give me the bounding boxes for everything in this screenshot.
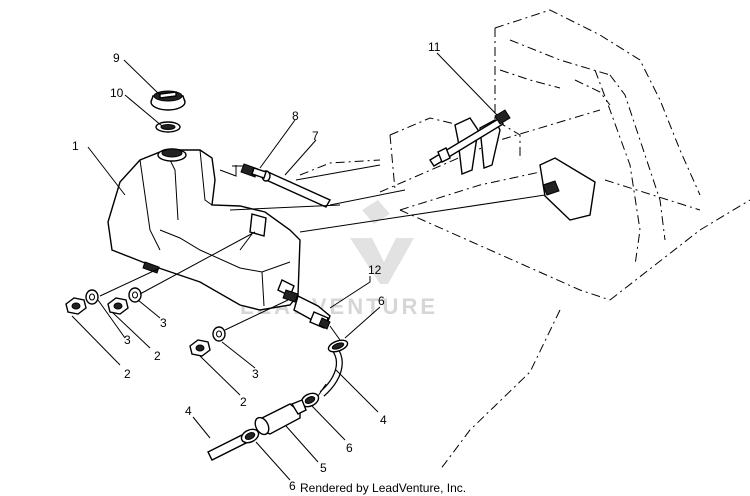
mount-nut-a <box>65 297 87 315</box>
hose-clamp-middle <box>300 392 320 408</box>
callout-3-b: 3 <box>160 316 167 330</box>
callout-4-a: 4 <box>380 413 387 427</box>
callout-3-c: 3 <box>252 367 259 381</box>
callout-6-middle: 6 <box>346 441 353 455</box>
mount-nut-c <box>189 339 211 357</box>
callout-1: 1 <box>72 139 79 153</box>
fuel-filter <box>254 399 307 436</box>
fuel-valve <box>293 294 331 330</box>
bolt-11 <box>429 109 511 167</box>
frame-outline <box>299 9 750 471</box>
mount-washer-b <box>128 287 142 303</box>
hose-clamp-lower <box>240 428 260 444</box>
hose-clamp-upper <box>327 339 349 353</box>
vent-rod <box>261 170 331 208</box>
callout-6-upper: 6 <box>378 294 385 308</box>
callout-6-lower: 6 <box>289 479 296 493</box>
callout-11: 11 <box>428 40 441 54</box>
callout-3-a: 3 <box>124 333 131 347</box>
assembly-lines <box>99 164 546 397</box>
mount-washer-a <box>85 289 99 305</box>
render-credit: Rendered by LeadVenture, Inc. <box>300 481 466 495</box>
callout-12: 12 <box>368 263 382 277</box>
callout-5: 5 <box>320 461 327 475</box>
mount-nut-b <box>107 297 129 315</box>
callout-10: 10 <box>110 86 124 100</box>
fuel-cap <box>150 90 186 111</box>
callout-7: 7 <box>312 129 319 143</box>
callout-8: 8 <box>292 109 299 123</box>
cap-gasket <box>155 121 181 133</box>
callout-4-b: 4 <box>185 404 192 418</box>
callout-2-a: 2 <box>124 367 131 381</box>
fuel-tank <box>107 148 301 311</box>
callout-9: 9 <box>113 51 120 65</box>
fuel-line <box>207 345 343 461</box>
leadventure-logo-icon <box>350 200 414 284</box>
hose-fitting <box>240 163 267 179</box>
callout-labels: 1 9 10 8 7 11 12 6 2 3 2 3 2 3 4 6 5 4 6 <box>72 40 441 493</box>
mount-washer-c <box>212 326 226 342</box>
callout-2-c: 2 <box>240 395 247 409</box>
callout-leaders <box>71 52 498 481</box>
callout-2-b: 2 <box>154 349 161 363</box>
